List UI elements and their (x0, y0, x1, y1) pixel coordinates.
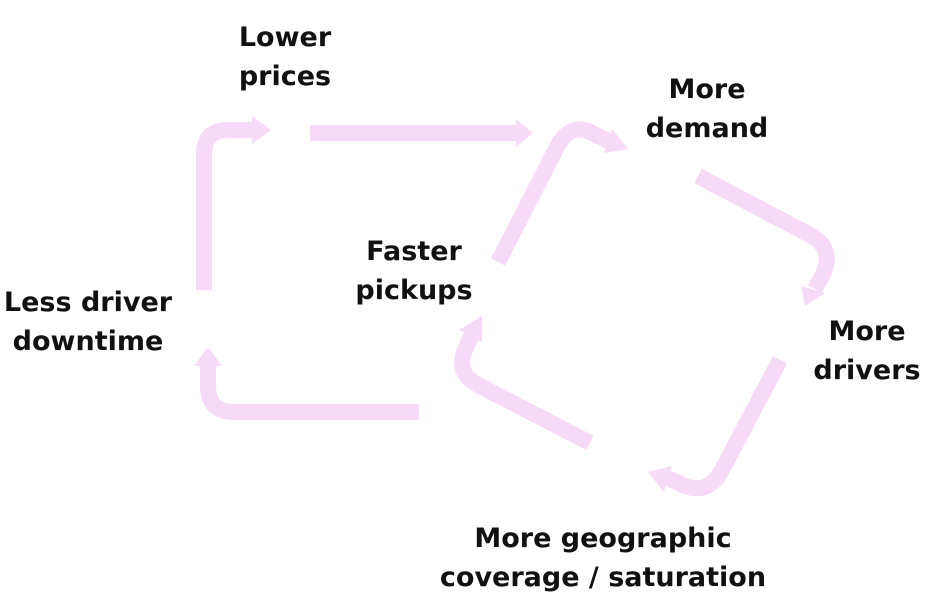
node-less-driver-downtime-line2: downtime (12, 326, 164, 357)
arrow-shaft (664, 356, 788, 497)
arrow-lower-prices-to-more-demand (310, 119, 533, 147)
node-less-driver-downtime-line1: Less driver (3, 287, 173, 318)
node-faster-pickups-line2: pickups (355, 275, 473, 306)
node-more-drivers: More drivers (806, 312, 928, 390)
arrow-less-driver-downtime-to-lower-prices (196, 116, 271, 290)
node-lower-prices-line2: prices (238, 61, 332, 92)
node-faster-pickups: Faster pickups (340, 232, 488, 310)
arrow-head (604, 129, 628, 153)
arrow-shaft (200, 366, 419, 420)
arrow-head (194, 347, 222, 366)
node-geographic-coverage-line1: More geographic (474, 523, 732, 554)
arrow-shaft (694, 168, 835, 293)
arrow-shaft (454, 332, 594, 451)
arrow-head (516, 119, 533, 147)
arrow-shaft (490, 121, 614, 266)
arrow-head (459, 316, 482, 342)
node-more-demand-line2: demand (645, 113, 769, 144)
arrow-head (801, 286, 825, 306)
arrow-head (648, 466, 672, 492)
node-more-drivers-line1: More (828, 316, 906, 347)
node-more-drivers-line2: drivers (813, 355, 921, 386)
arrow-geographic-coverage-to-less-driver-downtime (194, 347, 419, 420)
arrow-more-demand-to-more-drivers (694, 168, 835, 306)
node-lower-prices-line1: Lower (238, 22, 332, 53)
arrow-head (252, 116, 271, 144)
node-lower-prices: Lower prices (214, 18, 356, 96)
node-more-demand-line1: More (668, 74, 746, 105)
node-geographic-coverage: More geographic coverage / saturation (430, 519, 776, 597)
arrow-faster-pickups-to-more-demand (490, 121, 628, 266)
node-less-driver-downtime: Less driver downtime (0, 283, 176, 361)
arrow-geographic-coverage-to-faster-pickups (454, 316, 594, 451)
arrow-shaft (196, 122, 252, 290)
node-faster-pickups-line1: Faster (366, 236, 462, 267)
arrow-more-drivers-to-geographic-coverage (648, 356, 788, 497)
node-more-demand: More demand (630, 70, 784, 148)
node-geographic-coverage-line2: coverage / saturation (439, 562, 767, 593)
